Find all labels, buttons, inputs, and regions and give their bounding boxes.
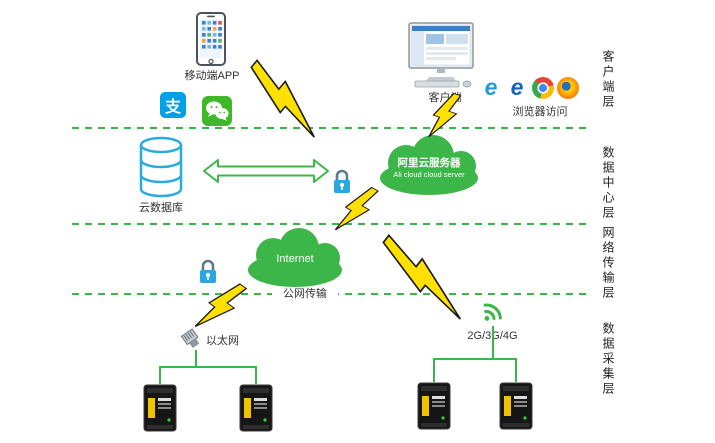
ethernet-plug-icon [180, 328, 204, 352]
ie-browser-icon: e [484, 73, 498, 100]
lightning-link-icon [239, 57, 331, 141]
data-collector-device [417, 382, 451, 430]
layer-separator-line [72, 223, 590, 225]
public-network-label: 公网传输 [272, 288, 338, 302]
layer-label-datacenter: 数据中心层 [601, 146, 615, 221]
ali-cloud-label-cn: 阿里云服务器 [397, 157, 461, 169]
lightning-link-icon [332, 180, 381, 240]
layer-label-client: 客户端层 [601, 50, 615, 110]
lock-icon [332, 168, 352, 195]
bus-line [492, 326, 494, 358]
bus-line [433, 358, 517, 360]
bus-line [433, 358, 435, 382]
internet-cloud-shape: Internet [234, 226, 356, 290]
bus-line [515, 358, 517, 382]
layer-label-acquisition: 数据采集层 [601, 322, 615, 397]
firefox-browser-icon [557, 77, 579, 99]
edge-browser-icon: e [510, 73, 524, 100]
mobile-app-label: 移动端APP [184, 70, 240, 82]
lightning-link-icon [191, 274, 248, 339]
layer-label-network: 网络传输层 [601, 226, 615, 301]
lock-icon [198, 258, 218, 285]
wifi-icon [471, 287, 516, 332]
mobile-phone-icon [196, 12, 226, 66]
wechat-icon [202, 96, 232, 126]
data-collector-device [239, 384, 273, 432]
data-collector-device [143, 384, 177, 432]
lightning-link-icon [371, 232, 476, 323]
alipay-glyph: 支 [164, 99, 181, 116]
lightning-link-icon [425, 89, 463, 144]
alipay-icon: 支 [160, 92, 186, 118]
bus-line [255, 366, 257, 384]
bus-line [195, 350, 197, 366]
data-collector-device [499, 382, 533, 430]
bus-line [159, 366, 257, 368]
ali-cloud-label-en: Ali cloud cloud server [393, 170, 465, 179]
chrome-browser-icon [532, 77, 554, 99]
sync-arrow-icon [202, 158, 330, 184]
ali-cloud-shape: 阿里云服务器 Ali cloud cloud server [366, 134, 492, 198]
ethernet-label: 以太网 [206, 335, 239, 347]
layer-separator-line [72, 127, 590, 129]
cloud-database-label: 云数据库 [139, 202, 183, 214]
cloud-database-icon [138, 136, 184, 198]
browser-access-label: 浏览器访问 [512, 106, 568, 118]
bus-line [159, 366, 161, 384]
internet-label: Internet [276, 253, 314, 265]
desktop-computer-icon [405, 22, 477, 88]
